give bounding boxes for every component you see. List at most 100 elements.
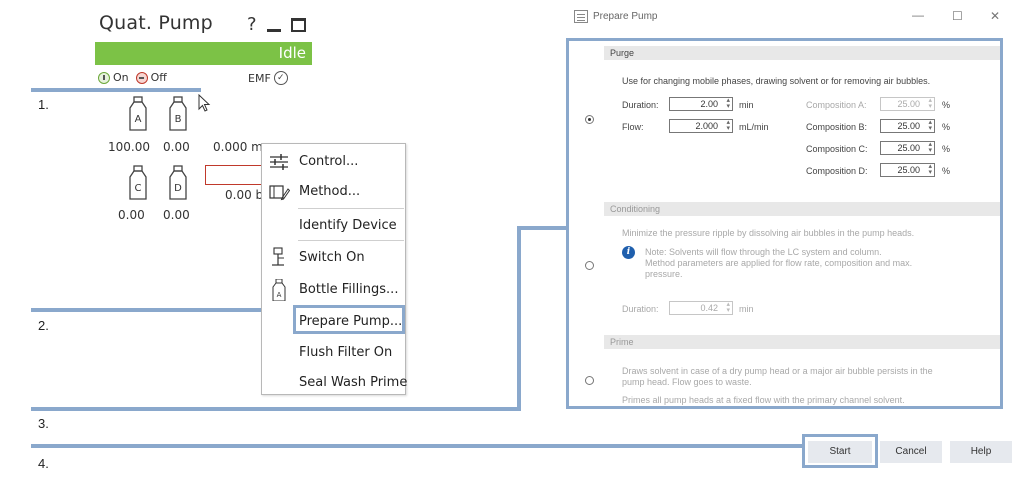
emf-status: EMF ✓ bbox=[248, 71, 288, 85]
step-1-line bbox=[31, 88, 201, 92]
conditioning-duration-label: Duration: bbox=[622, 304, 659, 314]
menu-item-flush-filter-on[interactable]: Flush Filter On bbox=[262, 337, 405, 367]
dialog-titlebar: Prepare Pump bbox=[574, 10, 657, 23]
flow-readout: 0.000 m bbox=[213, 140, 263, 154]
menu-item-control[interactable]: Control... bbox=[262, 146, 405, 176]
conditioning-duration-value: 0.42 bbox=[700, 303, 718, 313]
menu-item-seal-wash-prime[interactable]: Seal Wash Prime bbox=[262, 367, 407, 397]
composition-c-input[interactable]: 25.00 ▴▾ bbox=[880, 141, 935, 155]
purge-description: Use for changing mobile phases, drawing … bbox=[622, 76, 931, 86]
menu-item-method[interactable]: Method... bbox=[262, 176, 405, 206]
step-3-line bbox=[31, 407, 521, 411]
composition-d-input[interactable]: 25.00 ▴▾ bbox=[880, 163, 935, 177]
conditioning-description: Minimize the pressure ripple by dissolvi… bbox=[622, 228, 915, 238]
composition-a-input: 25.00 ▴▾ bbox=[880, 97, 935, 111]
svg-text:A: A bbox=[277, 291, 282, 299]
step-3-vline bbox=[517, 226, 521, 411]
purge-header: Purge bbox=[604, 46, 1000, 60]
step-3-label: 3. bbox=[38, 416, 49, 431]
pressure-readout: 0.00 b bbox=[225, 188, 264, 202]
purge-flow-unit: mL/min bbox=[739, 122, 769, 132]
step-4-label: 4. bbox=[38, 456, 49, 471]
composition-a-value: 25.00 bbox=[897, 99, 920, 109]
bottle-a-value: 100.00 bbox=[108, 140, 150, 154]
composition-b-value: 25.00 bbox=[897, 121, 920, 131]
prime-header: Prime bbox=[604, 335, 1000, 349]
info-icon: i bbox=[622, 246, 635, 259]
prime-radio[interactable] bbox=[585, 376, 594, 385]
control-sliders-icon bbox=[270, 154, 288, 170]
bottle-b-value: 0.00 bbox=[163, 140, 190, 154]
spin-arrows-icon[interactable]: ▴▾ bbox=[928, 119, 932, 132]
bottle-b-letter: B bbox=[175, 114, 182, 125]
composition-d-value: 25.00 bbox=[897, 165, 920, 175]
purge-duration-value: 2.00 bbox=[700, 99, 718, 109]
spin-arrows-icon: ▴▾ bbox=[928, 97, 932, 110]
emf-label: EMF bbox=[248, 71, 271, 85]
purge-duration-unit: min bbox=[739, 100, 754, 110]
bottle-a-icon: A bbox=[129, 96, 147, 131]
menu-item-label: Identify Device bbox=[299, 218, 397, 233]
mouse-cursor-icon bbox=[198, 94, 211, 112]
power-on-icon[interactable] bbox=[98, 71, 110, 84]
minimize-icon[interactable] bbox=[266, 29, 281, 32]
composition-c-unit: % bbox=[942, 144, 951, 154]
purge-duration-input[interactable]: 2.00 ▴▾ bbox=[669, 97, 733, 111]
purge-flow-input[interactable]: 2.000 ▴▾ bbox=[669, 119, 733, 133]
bottle-icon: A bbox=[272, 279, 286, 301]
menu-item-label: Bottle Fillings... bbox=[299, 282, 399, 297]
menu-item-label: Control... bbox=[299, 154, 359, 169]
window-minimize-button[interactable]: — bbox=[912, 8, 924, 22]
bottle-c-value: 0.00 bbox=[118, 208, 145, 222]
window-close-button[interactable]: ✕ bbox=[990, 9, 1001, 23]
composition-c-value: 25.00 bbox=[897, 143, 920, 153]
step-2-line bbox=[31, 308, 293, 312]
cancel-button[interactable]: Cancel bbox=[880, 441, 942, 463]
menu-item-label: Prepare Pump... bbox=[299, 314, 403, 329]
bottle-b-icon: B bbox=[169, 96, 187, 131]
conditioning-duration-input: 0.42 ▴▾ bbox=[669, 301, 733, 315]
menu-item-label: Method... bbox=[299, 184, 361, 199]
maximize-icon[interactable] bbox=[290, 17, 306, 32]
on-label[interactable]: On bbox=[113, 71, 129, 84]
menu-item-label: Flush Filter On bbox=[299, 345, 393, 360]
menu-separator bbox=[298, 240, 404, 241]
spin-arrows-icon[interactable]: ▴▾ bbox=[726, 97, 730, 110]
composition-a-label: Composition A: bbox=[806, 100, 867, 110]
composition-b-label: Composition B: bbox=[806, 122, 868, 132]
purge-radio[interactable] bbox=[585, 115, 594, 124]
bottle-c-icon: C bbox=[129, 165, 147, 200]
pump-title: Quat. Pump bbox=[99, 12, 213, 34]
bottle-d-icon: D bbox=[169, 165, 187, 200]
spin-arrows-icon[interactable]: ▴▾ bbox=[928, 141, 932, 154]
pump-status-bar: Idle bbox=[95, 42, 312, 65]
menu-item-bottle-fillings[interactable]: A Bottle Fillings... bbox=[262, 274, 405, 304]
spin-arrows-icon[interactable]: ▴▾ bbox=[726, 119, 730, 132]
spin-arrows-icon[interactable]: ▴▾ bbox=[928, 163, 932, 176]
start-button-highlight bbox=[802, 434, 878, 468]
conditioning-radio[interactable] bbox=[585, 261, 594, 270]
menu-item-label: Switch On bbox=[299, 250, 365, 265]
step-3-connector bbox=[517, 226, 569, 230]
window-maximize-button[interactable]: ☐ bbox=[952, 9, 963, 23]
help-button-dialog[interactable]: Help bbox=[950, 441, 1012, 463]
menu-item-switch-on[interactable]: Switch On bbox=[262, 242, 405, 272]
conditioning-note-line1: Note: Solvents will flow through the LC … bbox=[645, 247, 882, 257]
prepare-pump-panel: Purge Use for changing mobile phases, dr… bbox=[566, 38, 1003, 409]
purge-flow-label: Flow: bbox=[622, 122, 644, 132]
composition-c-label: Composition C: bbox=[806, 144, 868, 154]
composition-b-input[interactable]: 25.00 ▴▾ bbox=[880, 119, 935, 133]
purge-flow-value: 2.000 bbox=[695, 121, 718, 131]
composition-d-unit: % bbox=[942, 166, 951, 176]
menu-item-prepare-pump[interactable]: Prepare Pump... bbox=[262, 306, 405, 336]
power-off-icon[interactable] bbox=[135, 71, 148, 84]
step-2-label: 2. bbox=[38, 318, 49, 333]
composition-d-label: Composition D: bbox=[806, 166, 868, 176]
menu-item-identify-device[interactable]: Identify Device bbox=[262, 210, 405, 240]
start-button[interactable]: Start bbox=[808, 441, 872, 463]
bottle-c-letter: C bbox=[135, 183, 142, 194]
bottle-a-letter: A bbox=[135, 114, 142, 125]
help-button[interactable]: ? bbox=[247, 14, 257, 35]
off-label[interactable]: Off bbox=[150, 71, 167, 84]
prime-description-line1: Draws solvent in case of a dry pump head… bbox=[622, 366, 933, 376]
